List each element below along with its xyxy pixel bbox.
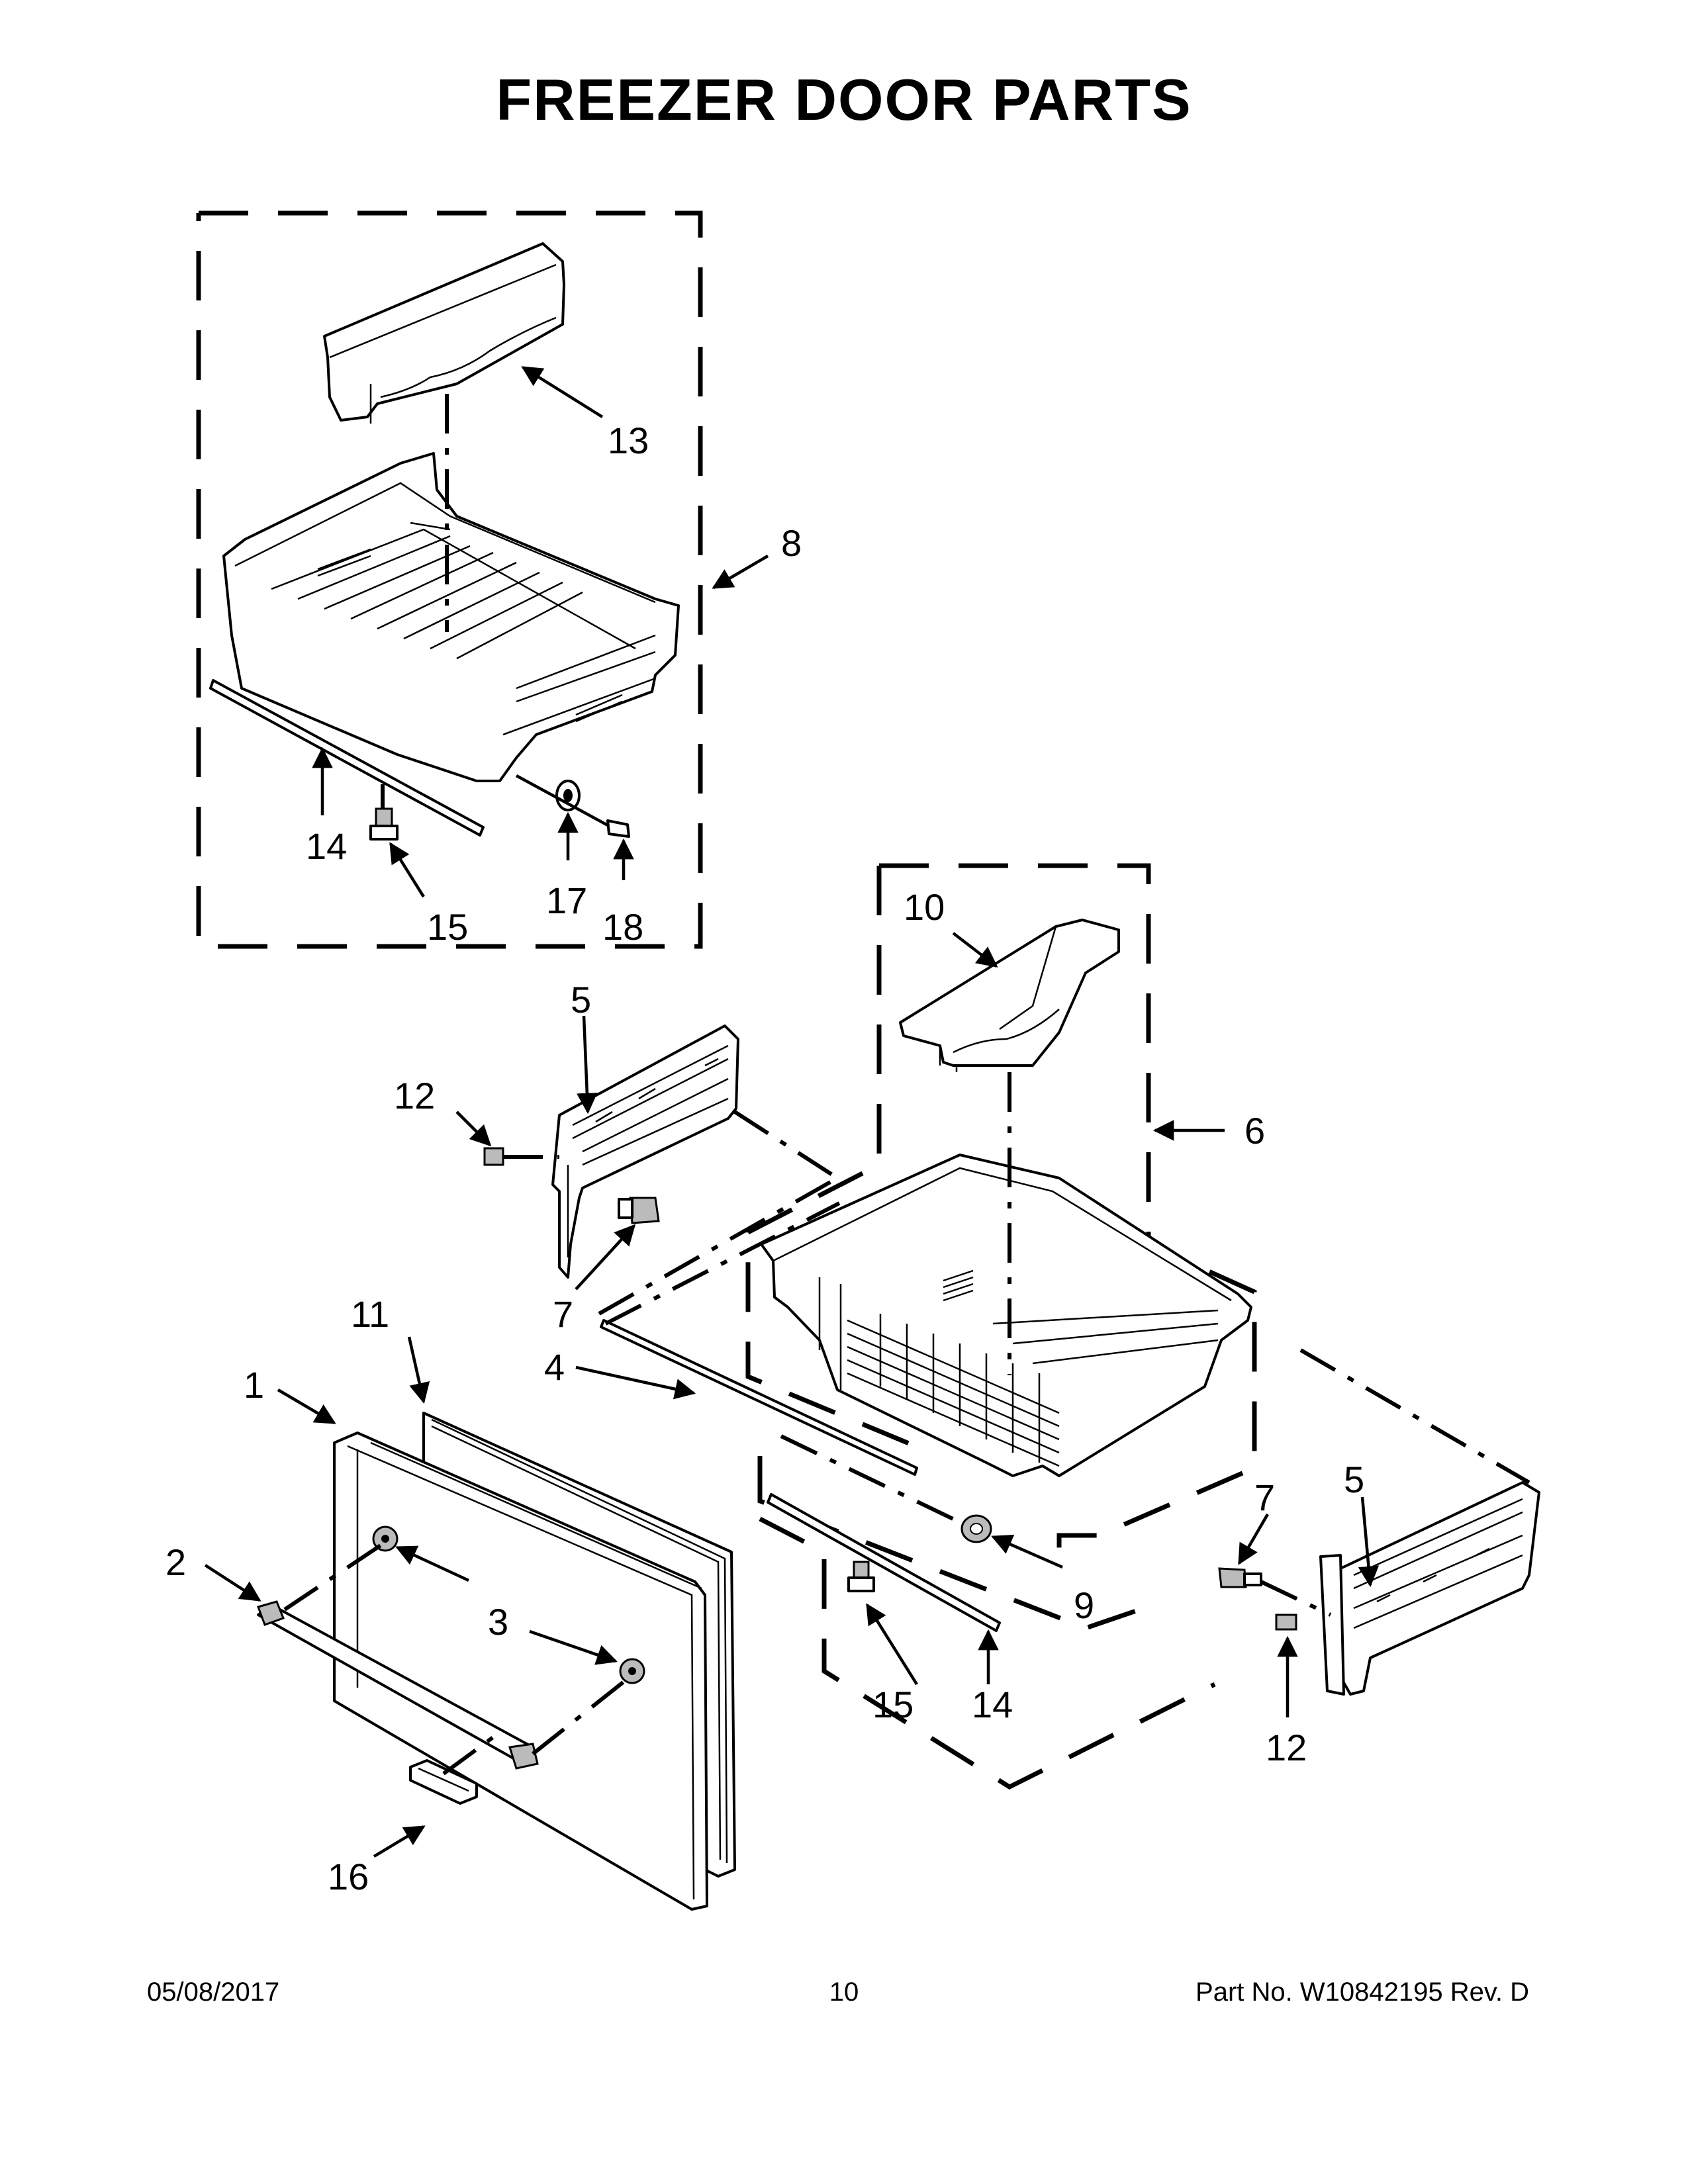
callout-10: 10	[904, 886, 945, 928]
part-2-handle	[257, 1600, 539, 1770]
part-8-freezer-basket	[222, 452, 680, 782]
callout-5-left: 5	[571, 979, 591, 1021]
callout-13: 13	[608, 420, 649, 461]
footer-page-number: 10	[829, 1978, 859, 2007]
callout-14-upper: 14	[306, 825, 347, 867]
callout-15-lower: 15	[872, 1684, 914, 1725]
callout-6: 6	[1244, 1110, 1265, 1152]
alignment-line-right-rail	[1299, 1348, 1530, 1484]
part-7-left-screw	[618, 1197, 660, 1224]
alignment-line-4	[604, 1201, 841, 1326]
assembly-8-boundary	[196, 210, 703, 949]
alignment-line-16	[442, 1735, 494, 1776]
callout-7-right: 7	[1254, 1477, 1275, 1518]
leader-9	[991, 1534, 1063, 1569]
assembly-6-lower-left	[757, 1456, 1145, 1631]
leader-1	[277, 1388, 336, 1424]
callout-5-right: 5	[1344, 1459, 1364, 1500]
callout-18: 18	[602, 906, 643, 948]
page-title: FREEZER DOOR PARTS	[496, 67, 1192, 132]
footer-part-number: Part No. W10842195 Rev. D	[1196, 1978, 1529, 2007]
leader-lines	[204, 366, 1380, 1858]
part-6-lower-drawer	[760, 1154, 1252, 1477]
part-4-rod	[600, 1319, 918, 1476]
part-14-upper-strip	[209, 679, 485, 837]
callout-15-upper: 15	[427, 906, 468, 948]
part-13-upper-bin	[323, 242, 565, 424]
callout-17: 17	[546, 880, 587, 921]
part-10-lower-bin	[899, 919, 1120, 1072]
alignment-line-9	[780, 1434, 961, 1524]
axis-line-17-18	[515, 774, 610, 827]
part-9-bushing	[961, 1514, 992, 1543]
leader-8	[712, 555, 769, 589]
leader-16	[373, 1825, 426, 1858]
callout-7-left: 7	[553, 1293, 573, 1335]
leader-15-upper	[389, 842, 425, 898]
part-17-washer	[555, 780, 581, 811]
part-1-door-panel	[333, 1432, 708, 1911]
leader-15-lower	[866, 1603, 918, 1686]
part-5-left-slide-rail	[551, 1024, 739, 1279]
leader-4	[575, 1365, 696, 1400]
part-5-right-slide-rail	[1319, 1481, 1540, 1696]
part-3-fastener-lower	[619, 1658, 645, 1684]
callout-16: 16	[328, 1856, 369, 1897]
assembly-6-boundary-inner	[745, 866, 914, 1447]
callout-3: 3	[488, 1601, 508, 1643]
part-12-right-clip	[1275, 1614, 1297, 1631]
part-12-left-clip	[483, 1147, 504, 1166]
leader-7-left	[575, 1224, 636, 1291]
callout-12-left: 12	[394, 1075, 435, 1116]
part-16-badge	[409, 1759, 478, 1805]
callout-14-lower: 14	[972, 1684, 1013, 1725]
leader-3-lower	[529, 1629, 618, 1665]
callout-1: 1	[244, 1364, 264, 1406]
callout-11: 11	[351, 1293, 389, 1335]
leader-11	[407, 1336, 430, 1404]
part-7-right-screw	[1218, 1567, 1262, 1588]
alignment-line-left-rail-b	[598, 1176, 839, 1316]
leader-2	[204, 1564, 261, 1602]
leader-5-right	[1358, 1496, 1380, 1588]
callout-2: 2	[165, 1541, 186, 1583]
leader-3-upper	[395, 1545, 469, 1582]
alignment-line-left-rail	[733, 1110, 839, 1180]
alignment-line-3-lower	[532, 1676, 630, 1756]
alignment-line-3-upper	[283, 1543, 382, 1612]
leader-5-left	[577, 1015, 598, 1115]
part-15-upper-screw	[369, 807, 399, 841]
leader-12-left	[455, 1111, 492, 1147]
callout-12-right: 12	[1266, 1727, 1307, 1768]
assembly-6-boundary	[879, 863, 1257, 1555]
part-18-screw	[606, 819, 630, 838]
alignment-line-7-right	[1260, 1580, 1332, 1617]
footer-date: 05/08/2017	[147, 1978, 280, 2007]
callout-4: 4	[544, 1346, 565, 1388]
callout-9: 9	[1074, 1584, 1094, 1626]
part-14-lower-strip	[767, 1493, 1001, 1632]
leader-7-right	[1238, 1513, 1269, 1565]
assembly-6-lower-bottom	[759, 1516, 1216, 1790]
leader-13	[521, 366, 604, 418]
part-15-lower-screw	[847, 1561, 875, 1592]
leader-10	[952, 932, 998, 968]
callout-labels: 13 8 14 15 17 18 10 6 5 12 7 4 11 1 2 3 …	[165, 420, 1364, 1897]
callout-8: 8	[781, 522, 802, 564]
